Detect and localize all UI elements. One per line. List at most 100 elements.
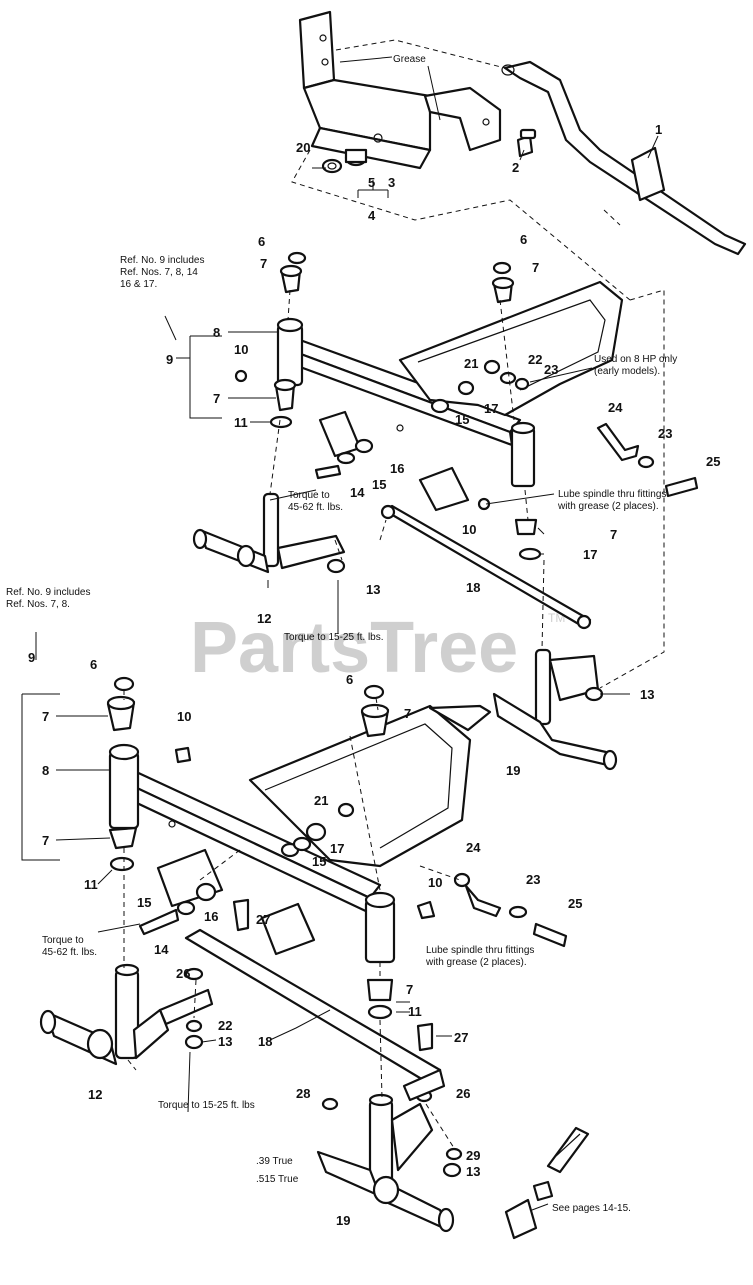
callout-lower-27-left: 27	[256, 912, 270, 927]
callout-lower-27-right: 27	[454, 1030, 468, 1045]
upper-nut-part-13-right	[584, 686, 604, 702]
upper-nut-part-13-left	[326, 558, 346, 574]
callout-lower-15-right: 15	[312, 854, 326, 869]
note-515-true: .515 True	[256, 1174, 299, 1185]
note-8hp-1: Used on 8 HP only	[594, 354, 677, 365]
callout-upper-6-left: 6	[258, 234, 265, 249]
note-grease: Grease	[393, 54, 426, 65]
callout-lower-6-right: 6	[346, 672, 353, 687]
callout-upper-7-bottom-left: 7	[213, 391, 220, 406]
upper-left-spindle-part-12	[192, 492, 346, 574]
callout-upper-7-top-right: 7	[532, 260, 539, 275]
callout-upper-10-left: 10	[234, 342, 248, 357]
callout-upper-12: 12	[257, 611, 271, 626]
callout-lower-9: 9	[28, 650, 35, 665]
callout-lower-16: 16	[204, 909, 218, 924]
note-8hp-2: (early models).	[594, 366, 660, 377]
callout-upper-17-b: 17	[583, 547, 597, 562]
note-torque-15-lower: Torque to 15-25 ft. lbs	[158, 1100, 255, 1111]
callout-numbers: 1 2 3 4 5 20 6 6 7 7 7 7 8 9 10 10 11 12…	[28, 122, 720, 1228]
callout-upper-9: 9	[166, 352, 173, 367]
callout-upper-17-a: 17	[484, 401, 498, 416]
callout-upper-7-bottom-right: 7	[610, 527, 617, 542]
lower-spindle-tube-right	[364, 891, 396, 964]
note-torque-45-upper-2: 45-62 ft. lbs.	[288, 502, 343, 513]
callout-upper-23-a: 23	[544, 362, 558, 377]
lower-tie-rod-part-18	[158, 928, 446, 1102]
callout-upper-16: 16	[390, 461, 404, 476]
note-ref9-upper-2: Ref. Nos. 7, 8, 14	[120, 267, 198, 278]
callout-upper-8: 8	[213, 325, 220, 340]
upper-bushings	[273, 264, 538, 536]
note-ref9-upper-1: Ref. No. 9 includes	[120, 255, 205, 266]
callout-lower-25: 25	[568, 896, 582, 911]
callout-lower-18: 18	[258, 1034, 272, 1049]
callout-lower-8: 8	[42, 763, 49, 778]
upper-spindle-tube-right	[510, 421, 536, 488]
note-ref9-lower-1: Ref. No. 9 includes	[6, 587, 91, 598]
upper-small-hardware	[234, 251, 699, 561]
callout-lower-24: 24	[466, 840, 481, 855]
callout-lower-19: 19	[336, 1213, 350, 1228]
bushing-part-5	[344, 148, 368, 167]
callout-upper-13-right: 13	[640, 687, 654, 702]
note-lube-upper-1: Lube spindle thru fittings	[558, 489, 666, 500]
note-torque-45-lower-1: Torque to	[42, 935, 84, 946]
callout-upper-24: 24	[608, 400, 623, 415]
callout-lower-7-bottom-left: 7	[42, 833, 49, 848]
callout-lower-29: 29	[466, 1148, 480, 1163]
lower-bushings	[106, 695, 394, 1002]
lower-king-pin-part-8	[108, 743, 140, 830]
watermark: PartsTree	[190, 608, 518, 688]
callout-lower-13: 13	[218, 1034, 232, 1049]
callout-lower-7-top-left: 7	[42, 709, 49, 724]
callout-lower-12: 12	[88, 1087, 102, 1102]
upper-tie-rod-part-18	[380, 504, 592, 630]
lower-small-hardware	[109, 676, 568, 1178]
callout-upper-15-b: 15	[372, 477, 386, 492]
callout-lower-22: 22	[218, 1018, 232, 1033]
note-see-pages: See pages 14-15.	[552, 1203, 631, 1214]
fitting-part-2	[516, 128, 537, 158]
note-ref9-upper-3: 16 & 17.	[120, 279, 157, 290]
callout-lower-6-left: 6	[90, 657, 97, 672]
callout-lower-14: 14	[154, 942, 169, 957]
axle-rod-part-1	[501, 60, 747, 256]
callout-20: 20	[296, 140, 310, 155]
upper-king-pin-part-8	[276, 317, 304, 387]
callout-upper-22: 22	[528, 352, 542, 367]
note-torque-15-upper: Torque to 15-25 ft. lbs.	[284, 632, 384, 643]
callout-lower-10-left: 10	[177, 709, 191, 724]
callout-3: 3	[388, 175, 395, 190]
zerk-fitting-inset	[504, 1126, 590, 1240]
callout-lower-7-top-right: 7	[404, 706, 411, 721]
lower-right-spindle-part-19	[316, 1093, 455, 1233]
callout-upper-14: 14	[350, 485, 365, 500]
callout-upper-10-right: 10	[462, 522, 476, 537]
callout-lower-7-bottom-right: 7	[406, 982, 413, 997]
upper-right-spindle-part-19	[492, 648, 618, 771]
note-lube-lower-2: with grease (2 places).	[425, 957, 527, 968]
callout-lower-23: 23	[526, 872, 540, 887]
callout-lower-13-right: 13	[466, 1164, 480, 1179]
upper-front-axle	[288, 280, 624, 512]
callout-4: 4	[368, 208, 376, 223]
callout-lower-21: 21	[314, 793, 328, 808]
note-torque-45-upper-1: Torque to	[288, 490, 330, 501]
notes: Grease Ref. No. 9 includes Ref. Nos. 7, …	[6, 54, 677, 1214]
callout-upper-15-a: 15	[455, 412, 469, 427]
callout-upper-18: 18	[466, 580, 480, 595]
callout-lower-26-left: 26	[176, 966, 190, 981]
callout-lower-10-right: 10	[428, 875, 442, 890]
callout-upper-25: 25	[706, 454, 720, 469]
callout-upper-7-top-left: 7	[260, 256, 267, 271]
front-bracket	[298, 10, 502, 170]
callout-upper-13-left: 13	[366, 582, 380, 597]
note-39-true: .39 True	[256, 1156, 293, 1167]
note-lube-upper-2: with grease (2 places).	[557, 501, 659, 512]
callout-upper-23-b: 23	[658, 426, 672, 441]
callout-upper-21: 21	[464, 356, 478, 371]
note-torque-45-lower-2: 45-62 ft. lbs.	[42, 947, 97, 958]
callout-1: 1	[655, 122, 662, 137]
